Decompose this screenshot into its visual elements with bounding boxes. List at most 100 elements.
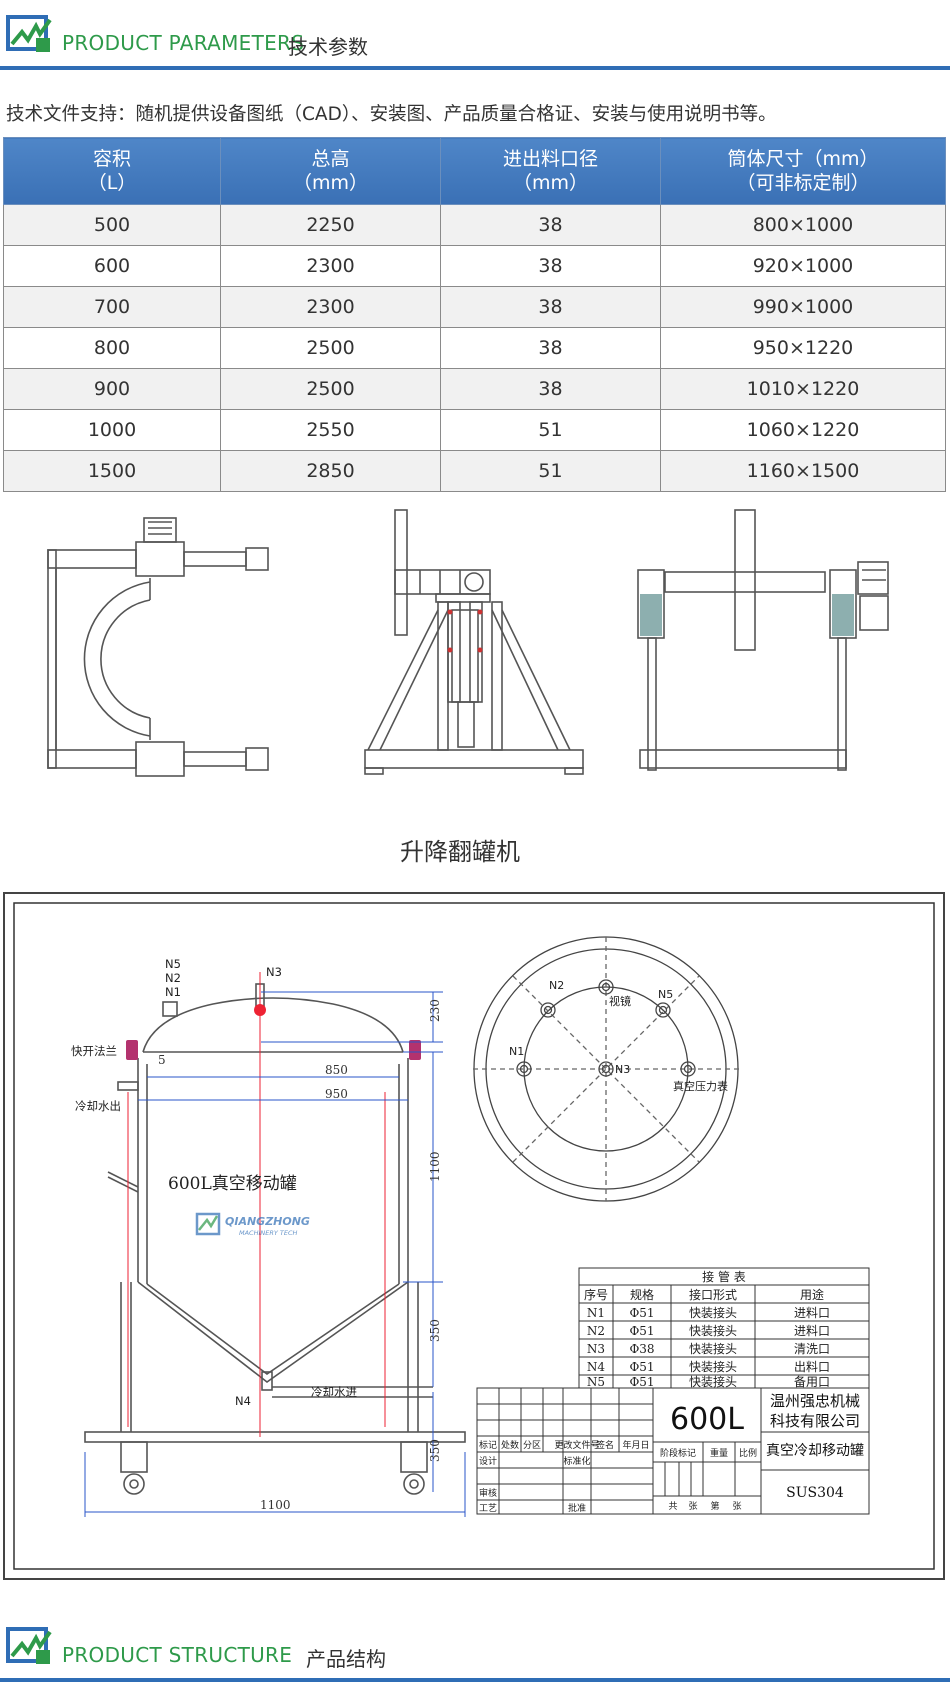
cell: 1010×1220: [660, 368, 946, 410]
material: SUS304: [786, 1485, 844, 1501]
section-divider: [0, 66, 950, 70]
dim-5: 5: [158, 1053, 166, 1067]
rev-header: 分区: [523, 1440, 541, 1451]
plan-label-n5: N5: [658, 988, 673, 1001]
nozzle-cell: 进料口: [794, 1324, 830, 1338]
company-name-line2: 科技有限公司: [770, 1412, 860, 1430]
nozzle-cell: N4: [587, 1360, 606, 1374]
watermark-sub: MACHINERY TECH: [239, 1229, 298, 1237]
cell: 38: [440, 204, 661, 246]
label-process: 工艺: [479, 1503, 497, 1514]
nozzle-header: 接口形式: [689, 1287, 737, 1302]
cell: 990×1000: [660, 286, 946, 328]
header-body-size: 筒体尺寸（mm）（可非标定制）: [660, 137, 946, 205]
brand-logo-icon: [6, 15, 52, 52]
tank-title: 600L真空移动罐: [168, 1174, 297, 1194]
nozzle-cell: 快装接头: [689, 1341, 737, 1356]
nozzle-cell: Φ51: [629, 1306, 654, 1320]
nozzle-header: 序号: [584, 1287, 608, 1302]
section-header-parameters: PRODUCT PARAMETERS 技术参数: [0, 0, 950, 70]
label-standard: 标准化: [563, 1455, 590, 1467]
nozzle-cell: N5: [587, 1375, 605, 1389]
plan-label-n1: N1: [509, 1045, 524, 1058]
dim-350-b: 350: [428, 1439, 442, 1462]
label-sheet-no: 第: [710, 1500, 719, 1512]
nozzle-cell: 快装接头: [689, 1323, 737, 1338]
cell: 800×1000: [660, 204, 946, 246]
section-title-zh: 产品结构: [306, 1647, 386, 1671]
cell: 920×1000: [660, 245, 946, 287]
cell: 2300: [220, 245, 441, 287]
rev-header: 签名: [596, 1439, 614, 1451]
nozzle-header: 用途: [800, 1287, 824, 1302]
label-n5: N5: [165, 957, 181, 971]
plan-label-n3: N3: [615, 1063, 630, 1076]
title-block: 600L 温州强忠机械 科技有限公司 真空冷却移动罐 SUS304 标记 处数 …: [476, 1387, 870, 1515]
brand-logo-icon: [6, 1627, 52, 1664]
label-n4: N4: [235, 1394, 251, 1408]
cell: 38: [440, 286, 661, 328]
nozzle-table-title: 接 管 表: [702, 1269, 746, 1284]
dim-350-a: 350: [428, 1319, 442, 1342]
section-title-zh: 技术参数: [288, 35, 368, 59]
cell: 38: [440, 327, 661, 369]
dim-950: 950: [325, 1087, 348, 1101]
nozzle-cell: N2: [587, 1324, 605, 1338]
cell: 1160×1500: [660, 450, 946, 492]
nozzle-cell: 快装接头: [689, 1305, 737, 1320]
nozzle-cell: Φ51: [629, 1360, 654, 1374]
label-review: 审核: [479, 1487, 497, 1499]
label-stage-mark: 阶段标记: [660, 1447, 696, 1459]
nozzle-cell: 快装接头: [689, 1374, 737, 1389]
dim-230: 230: [428, 999, 442, 1022]
nozzle-cell: 备用口: [794, 1375, 830, 1389]
nozzle-cell: Φ51: [629, 1324, 654, 1338]
cell: 1500: [3, 450, 221, 492]
rev-header: 标记: [479, 1439, 497, 1451]
nozzle-plan-view: [473, 936, 739, 1202]
dim-1100-vertical: 1100: [428, 1151, 442, 1182]
label-cooling-in: 冷却水进: [311, 1385, 357, 1399]
cell: 2250: [220, 204, 441, 246]
nozzle-cell: 进料口: [794, 1306, 830, 1320]
view-side: [364, 509, 584, 775]
cell: 700: [3, 286, 221, 328]
label-scale: 比例: [739, 1447, 757, 1459]
table-header-row: 容积（L） 总高（mm） 进出料口径（mm） 筒体尺寸（mm）（可非标定制）: [3, 137, 946, 205]
label-n2: N2: [165, 971, 181, 985]
nozzle-cell: 快装接头: [689, 1359, 737, 1374]
nozzle-cell: N3: [587, 1342, 605, 1356]
nozzle-cell: Φ51: [629, 1375, 654, 1389]
nozzle-cell: N1: [587, 1306, 605, 1320]
label-sheets-total: 共: [668, 1501, 677, 1512]
watermark-brand: QIANGZHONG: [225, 1215, 310, 1228]
tank-engineering-drawing: 230 1100 350 350 850 950 5 1100 N5 N2 N1…: [3, 892, 945, 1580]
title-capacity: 600L: [670, 1402, 744, 1437]
nozzle-table: 接 管 表 序号 规格 接口形式 用途 N1 Φ51 快装接头 进料口 N2 Φ…: [578, 1267, 870, 1389]
label-weight: 重量: [710, 1447, 728, 1459]
product-name: 真空冷却移动罐: [766, 1443, 864, 1459]
support-text: 技术文件支持：随机提供设备图纸（CAD）、安装图、产品质量合格证、安装与使用说明…: [6, 104, 777, 125]
label-vacuum-gauge: 真空压力表: [673, 1079, 728, 1093]
section-divider: [0, 1678, 950, 1682]
cell: 900: [3, 368, 221, 410]
nozzle-cell: 清洗口: [794, 1342, 830, 1356]
nozzle-cell: Φ38: [629, 1342, 654, 1356]
cell: 51: [440, 450, 661, 492]
section-header-structure: PRODUCT STRUCTURE 产品结构: [0, 1612, 950, 1682]
view-top: [47, 517, 269, 777]
rev-header: 更改文件号: [554, 1439, 599, 1451]
cell: 38: [440, 368, 661, 410]
tank-body: [84, 983, 466, 1495]
section-title-en: PRODUCT PARAMETERS: [62, 31, 305, 55]
cell: 2550: [220, 409, 441, 451]
cell: 500: [3, 204, 221, 246]
dim-1100-horizontal: 1100: [260, 1498, 291, 1512]
cell: 2300: [220, 286, 441, 328]
company-name-line1: 温州强忠机械: [770, 1392, 860, 1410]
